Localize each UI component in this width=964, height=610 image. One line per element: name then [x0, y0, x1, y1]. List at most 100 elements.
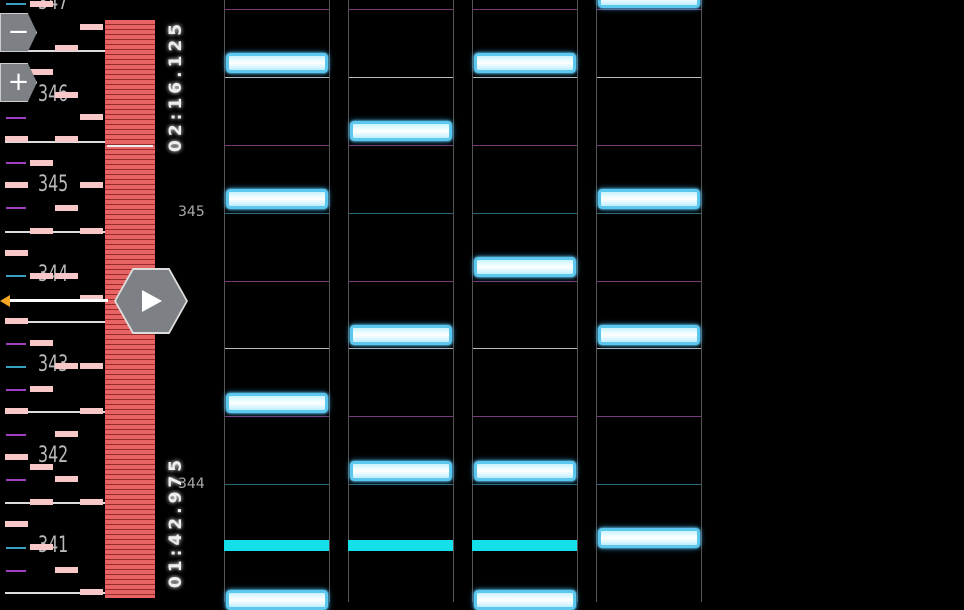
minimap-note: [80, 24, 103, 30]
tap-note[interactable]: [226, 53, 328, 73]
minimap-note: [30, 386, 53, 392]
density-stripe: [105, 369, 155, 370]
density-stripe: [105, 84, 155, 85]
density-selection-line: [107, 145, 153, 147]
tap-note[interactable]: [226, 590, 328, 610]
density-stripe: [105, 24, 155, 25]
minimap-note: [55, 205, 78, 211]
beat-line: [597, 348, 701, 349]
beat-line: [597, 9, 701, 10]
minimap-measure-line: [5, 592, 105, 594]
beat-line: [597, 281, 701, 282]
density-stripe: [105, 199, 155, 200]
density-stripe: [105, 44, 155, 45]
density-stripe: [105, 429, 155, 430]
density-stripe: [105, 109, 155, 110]
density-stripe: [105, 379, 155, 380]
density-stripe: [105, 569, 155, 570]
density-stripe: [105, 499, 155, 500]
minimap-note: [55, 136, 78, 142]
minimap-measure-line: [5, 321, 105, 323]
minimap-note: [80, 589, 103, 595]
density-stripe: [105, 249, 155, 250]
density-stripe: [105, 39, 155, 40]
density-stripe: [105, 404, 155, 405]
tap-note[interactable]: [598, 189, 700, 209]
density-stripe: [105, 434, 155, 435]
beat-line: [597, 213, 701, 214]
minimap-note: [80, 499, 103, 505]
beat-line: [473, 416, 577, 417]
beat-line: [225, 77, 329, 78]
density-stripe: [105, 219, 155, 220]
density-stripe: [105, 89, 155, 90]
density-stripe: [105, 489, 155, 490]
tap-note[interactable]: [474, 590, 576, 610]
minimap-measure-line: [5, 502, 105, 504]
density-stripe: [105, 459, 155, 460]
density-stripe: [105, 209, 155, 210]
density-stripe: [105, 339, 155, 340]
tap-note[interactable]: [598, 528, 700, 548]
tap-note[interactable]: [350, 121, 452, 141]
tap-note[interactable]: [598, 325, 700, 345]
minimap-note: [5, 182, 28, 188]
density-stripe: [105, 514, 155, 515]
density-stripe: [105, 99, 155, 100]
density-stripe: [105, 234, 155, 235]
tap-note[interactable]: [474, 461, 576, 481]
density-stripe: [105, 449, 155, 450]
density-stripe: [105, 34, 155, 35]
density-stripe: [105, 484, 155, 485]
density-stripe: [105, 214, 155, 215]
density-stripe: [105, 244, 155, 245]
density-stripe: [105, 444, 155, 445]
density-stripe: [105, 54, 155, 55]
tap-note[interactable]: [226, 189, 328, 209]
density-stripe: [105, 169, 155, 170]
beat-line: [225, 484, 329, 485]
tap-note[interactable]: [226, 393, 328, 413]
beat-line: [597, 77, 701, 78]
minimap-beat-tick: [6, 389, 26, 391]
density-stripe: [105, 344, 155, 345]
density-stripe: [105, 184, 155, 185]
tap-note[interactable]: [474, 257, 576, 277]
beat-line: [597, 145, 701, 146]
playhead-arrow-icon: [0, 295, 10, 307]
minimap-beat-tick: [6, 343, 26, 345]
minimap-measure-line: [5, 411, 105, 413]
tap-note[interactable]: [598, 0, 700, 8]
minimap-note: [30, 499, 53, 505]
hold-bar[interactable]: [348, 540, 453, 551]
density-stripe: [105, 124, 155, 125]
beat-line: [225, 281, 329, 282]
density-stripe: [105, 409, 155, 410]
minimap-measure-number: 345: [38, 172, 69, 197]
tap-note[interactable]: [350, 325, 452, 345]
density-stripe: [105, 334, 155, 335]
density-stripe: [105, 474, 155, 475]
minimap-note: [55, 273, 78, 279]
density-stripe: [105, 149, 155, 150]
density-stripe: [105, 224, 155, 225]
density-stripe: [105, 364, 155, 365]
lane: [472, 0, 578, 602]
minimap-note: [80, 363, 103, 369]
density-stripe: [105, 204, 155, 205]
density-stripe: [105, 104, 155, 105]
lane: [348, 0, 454, 602]
density-stripe: [105, 509, 155, 510]
density-stripe: [105, 74, 155, 75]
beat-line: [349, 484, 453, 485]
hold-bar[interactable]: [472, 540, 577, 551]
density-stripe: [105, 114, 155, 115]
density-stripe: [105, 384, 155, 385]
tap-note[interactable]: [474, 53, 576, 73]
hold-bar[interactable]: [224, 540, 329, 551]
minimap-measure-line: [5, 231, 105, 233]
minimap-measure-line: [5, 50, 105, 52]
tap-note[interactable]: [350, 461, 452, 481]
